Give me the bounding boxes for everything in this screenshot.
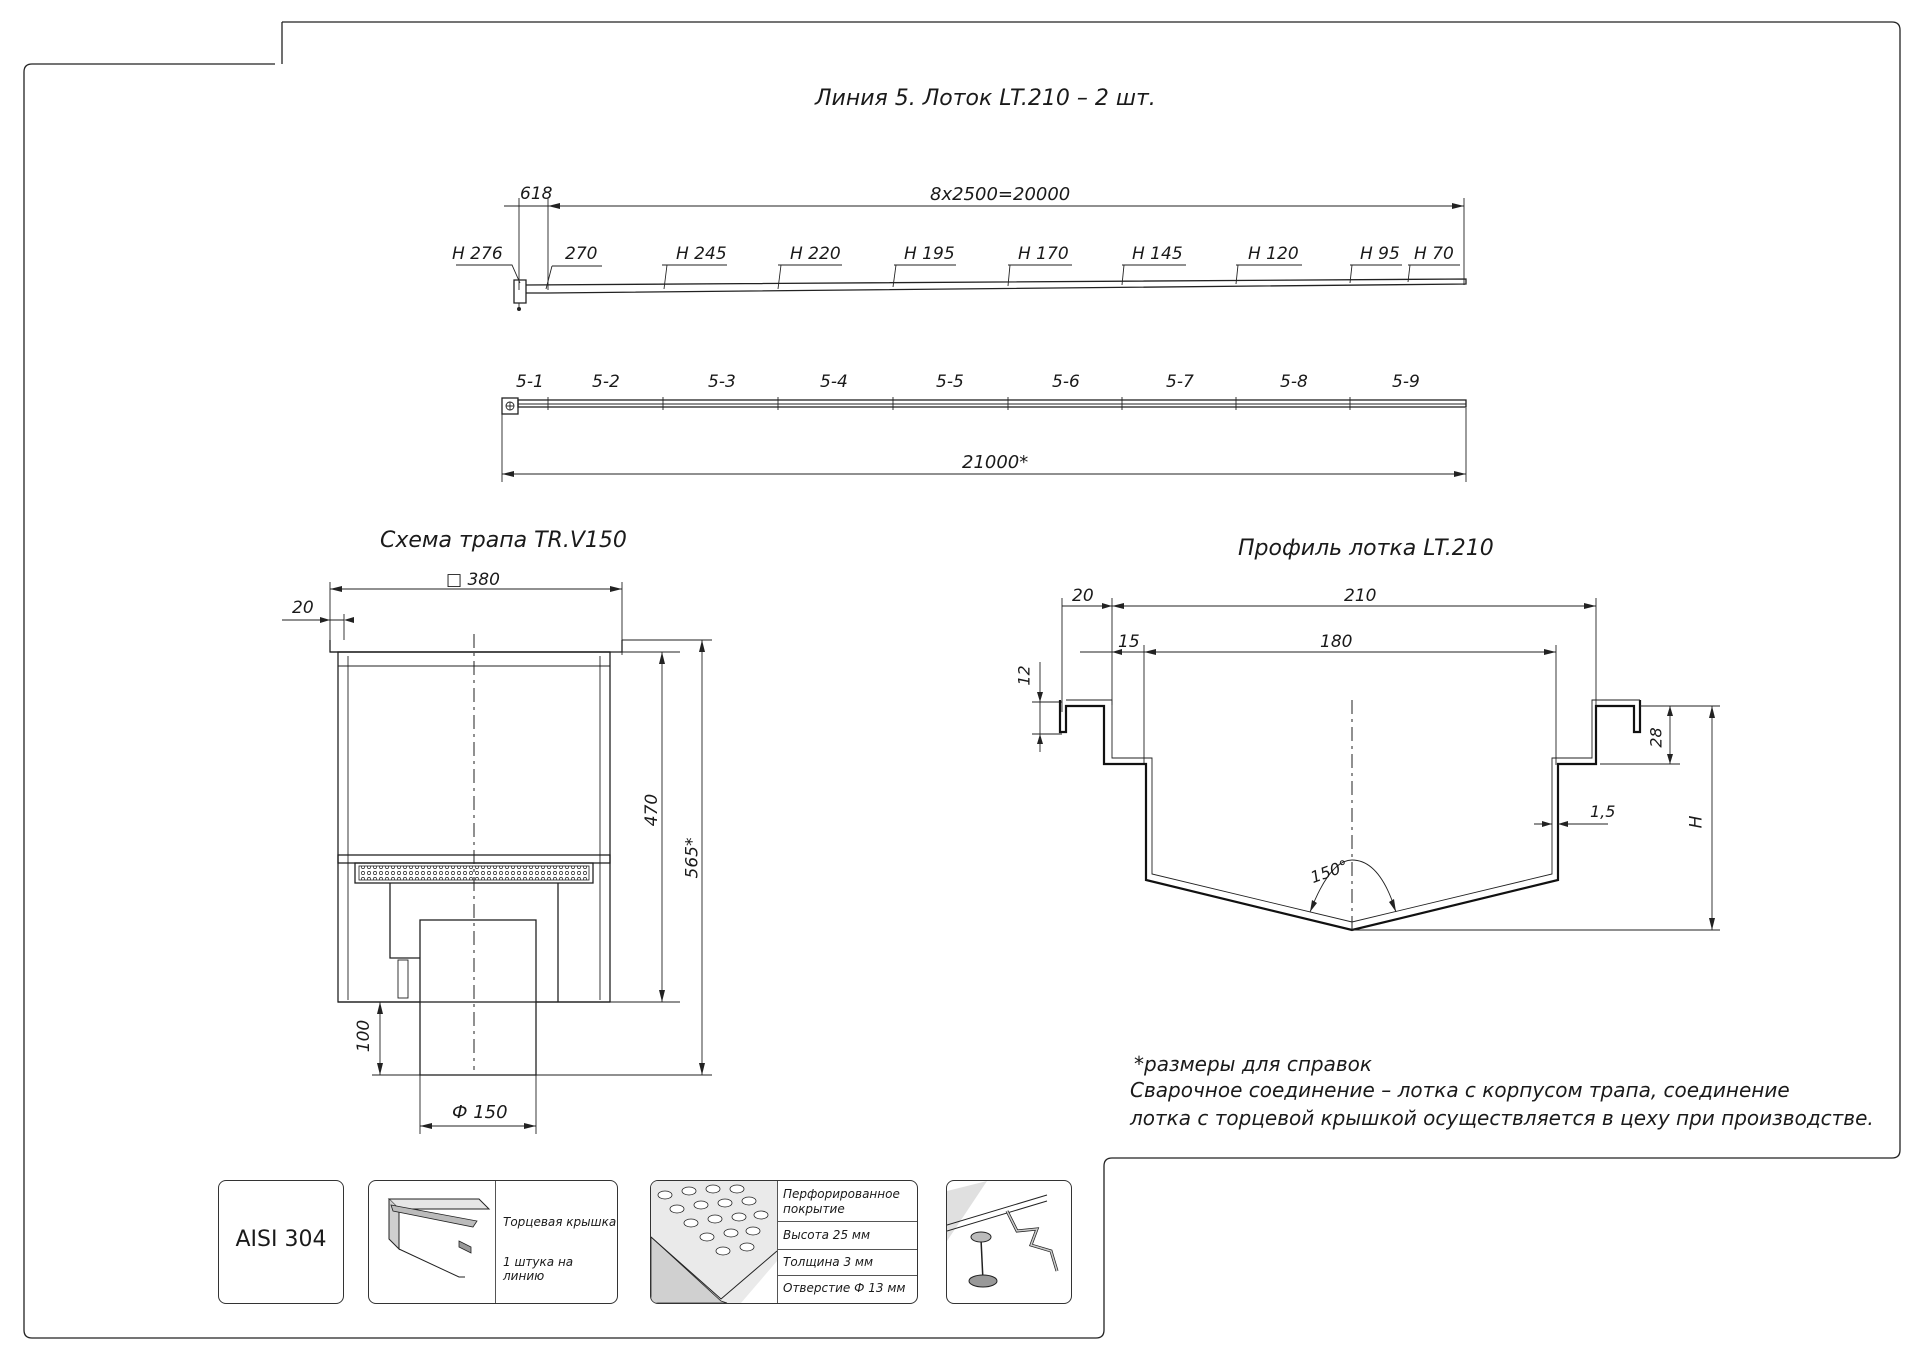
section-label: 5-5 (936, 372, 964, 392)
material-panel: AISI 304 (218, 1180, 344, 1304)
end-cap-qty: 1 штука на линию (503, 1255, 574, 1283)
height-label: H 120 (1248, 244, 1299, 264)
section-label: 5-4 (820, 372, 848, 392)
height-label: H 95 (1360, 244, 1400, 264)
height-label: H 70 (1414, 244, 1454, 264)
section-label: 5-7 (1166, 372, 1194, 392)
section-label: 5-1 (516, 372, 544, 392)
dim-profile-width: 210 (1344, 586, 1377, 606)
height-label: H 276 (452, 244, 503, 264)
end-cap-illustration (387, 1198, 491, 1278)
section-label: 5-3 (708, 372, 736, 392)
note-welding-1: Сварочное соединение – лотка с корпусом … (1130, 1078, 1790, 1102)
height-label: H 195 (904, 244, 955, 264)
note-reference: *размеры для справок (1134, 1052, 1372, 1076)
dim-618: 618 (520, 184, 553, 204)
end-cap-title: Торцевая крышка (503, 1215, 617, 1229)
dim-body: 470 (642, 793, 663, 827)
grate-hole: Отверстие Ф 13 мм (783, 1281, 906, 1295)
height-label: H 220 (790, 244, 841, 264)
dim-profile-flange-h: 12 (1014, 665, 1034, 686)
section-label: 5-8 (1280, 372, 1308, 392)
grate-panel: Перфорированное покрытие Высота 25 мм То… (650, 1180, 918, 1304)
mounting-foot-illustration (947, 1181, 1059, 1288)
section-label: 5-2 (592, 372, 620, 392)
note-welding-2: лотка с торцевой крышкой осуществляется … (1130, 1106, 1874, 1130)
dim-total-elevation: 8x2500=20000 (930, 184, 1071, 205)
dim-profile-offset: 15 (1118, 632, 1140, 652)
height-label: H 245 (676, 244, 727, 264)
dim-flange: 20 (292, 598, 314, 618)
grate-thickness: Толщина 3 мм (783, 1255, 874, 1269)
grate-title: Перфорированное покрытие (783, 1187, 900, 1216)
dim-profile-rim: 28 (1646, 727, 1666, 748)
grate-illustration (651, 1181, 778, 1303)
section-label: 5-9 (1392, 372, 1420, 392)
profile-view (1032, 598, 1720, 932)
sheet-title: Линия 5. Лоток LT.210 – 2 шт. (815, 86, 1156, 111)
plan-view (501, 397, 1467, 482)
section-label: 5-6 (1052, 372, 1080, 392)
dim-outlet-height: 100 (354, 1019, 375, 1053)
drain-view (282, 582, 712, 1134)
drain-title: Схема трапа TR.V150 (380, 528, 627, 553)
height-label: 270 (565, 244, 598, 264)
material-label: AISI 304 (235, 1227, 327, 1252)
dim-profile-wall: 1,5 (1590, 802, 1616, 821)
profile-title: Профиль лотка LT.210 (1238, 536, 1494, 561)
dim-square: □ 380 (446, 570, 500, 590)
sheet-frame (23, 21, 1901, 1339)
grate-height: Высота 25 мм (783, 1228, 870, 1242)
height-label: H 170 (1018, 244, 1069, 264)
dim-total-plan: 21000* (962, 452, 1029, 473)
height-label: H 145 (1132, 244, 1183, 264)
dim-profile-height: H (1686, 815, 1707, 829)
dim-total-drain: 565* (682, 837, 703, 879)
dim-profile-flange: 20 (1072, 586, 1094, 606)
mount-panel (946, 1180, 1072, 1304)
end-cap-panel: Торцевая крышка 1 штука на линию (368, 1180, 618, 1304)
elevation-view (456, 198, 1467, 311)
dim-profile-inner: 180 (1320, 632, 1353, 652)
dim-outlet-diameter: Ф 150 (452, 1102, 508, 1123)
